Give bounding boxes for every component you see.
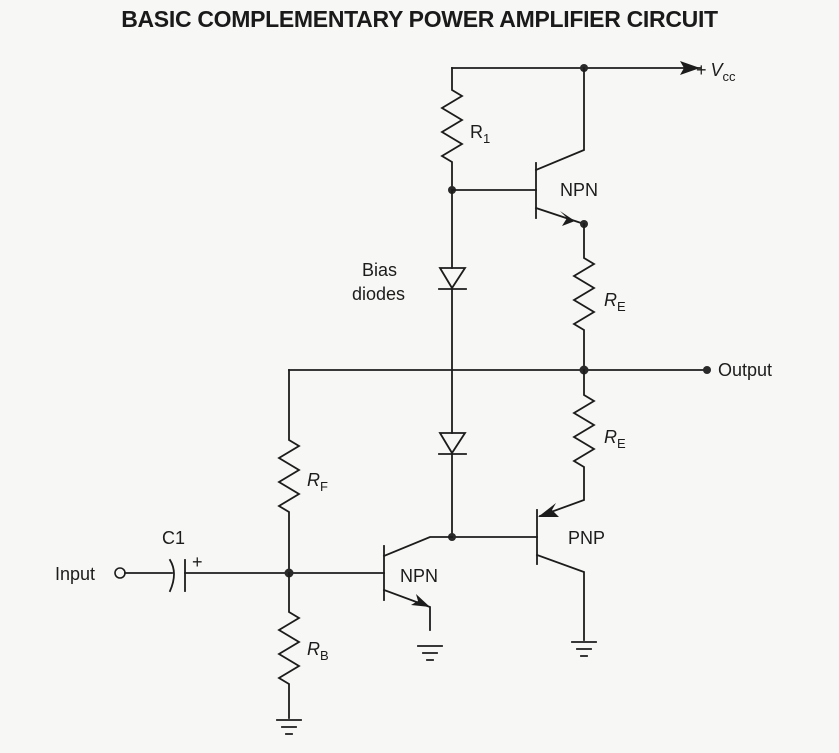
emitter-arrow-icon [560, 211, 575, 226]
resistor-rb [276, 572, 302, 735]
ground-icon [276, 719, 302, 735]
diode-d1-icon [438, 267, 467, 290]
pnp-label: PNP [568, 528, 605, 548]
c1-plus-label: + [192, 552, 203, 572]
resistor-re-top [572, 223, 596, 371]
output-terminal [703, 366, 711, 374]
capacitor-curved-plate [168, 558, 175, 593]
diode-d2-icon [438, 432, 467, 455]
ground-icon [417, 645, 443, 661]
pnp-transistor [451, 509, 597, 657]
npn-transistor-driver [382, 536, 453, 661]
resistor-re-bottom [538, 369, 596, 518]
r1-label: R1 [470, 122, 490, 146]
re-bottom-label: RE [604, 427, 626, 451]
vcc-label: +Vcc [696, 60, 736, 84]
input-label: Input [55, 564, 95, 584]
npn-upper-label: NPN [560, 180, 598, 200]
input-terminal[interactable] [114, 567, 126, 579]
c1-label: C1 [162, 528, 185, 548]
resistor-r1 [440, 67, 464, 191]
pnp-emitter-arrow-icon [538, 503, 559, 517]
bias-label-line2: diodes [352, 284, 405, 304]
vcc-rail [451, 61, 701, 75]
rf-label: RF [307, 470, 328, 494]
rb-label: RB [307, 639, 329, 663]
vcc-arrow-icon [680, 61, 700, 75]
ground-icon [571, 641, 597, 657]
output-label: Output [718, 360, 772, 380]
diagram-title: BASIC COMPLEMENTARY POWER AMPLIFIER CIRC… [121, 6, 718, 32]
bias-diodes [438, 189, 467, 538]
npn-driver-label: NPN [400, 566, 438, 586]
output-line [288, 365, 711, 375]
re-top-label: RE [604, 290, 626, 314]
resistor-rf [277, 369, 301, 574]
driver-emitter-arrow-icon [411, 594, 430, 607]
bias-label-line1: Bias [362, 260, 397, 280]
npn-transistor-upper [451, 67, 588, 228]
input-coupling [114, 558, 385, 593]
